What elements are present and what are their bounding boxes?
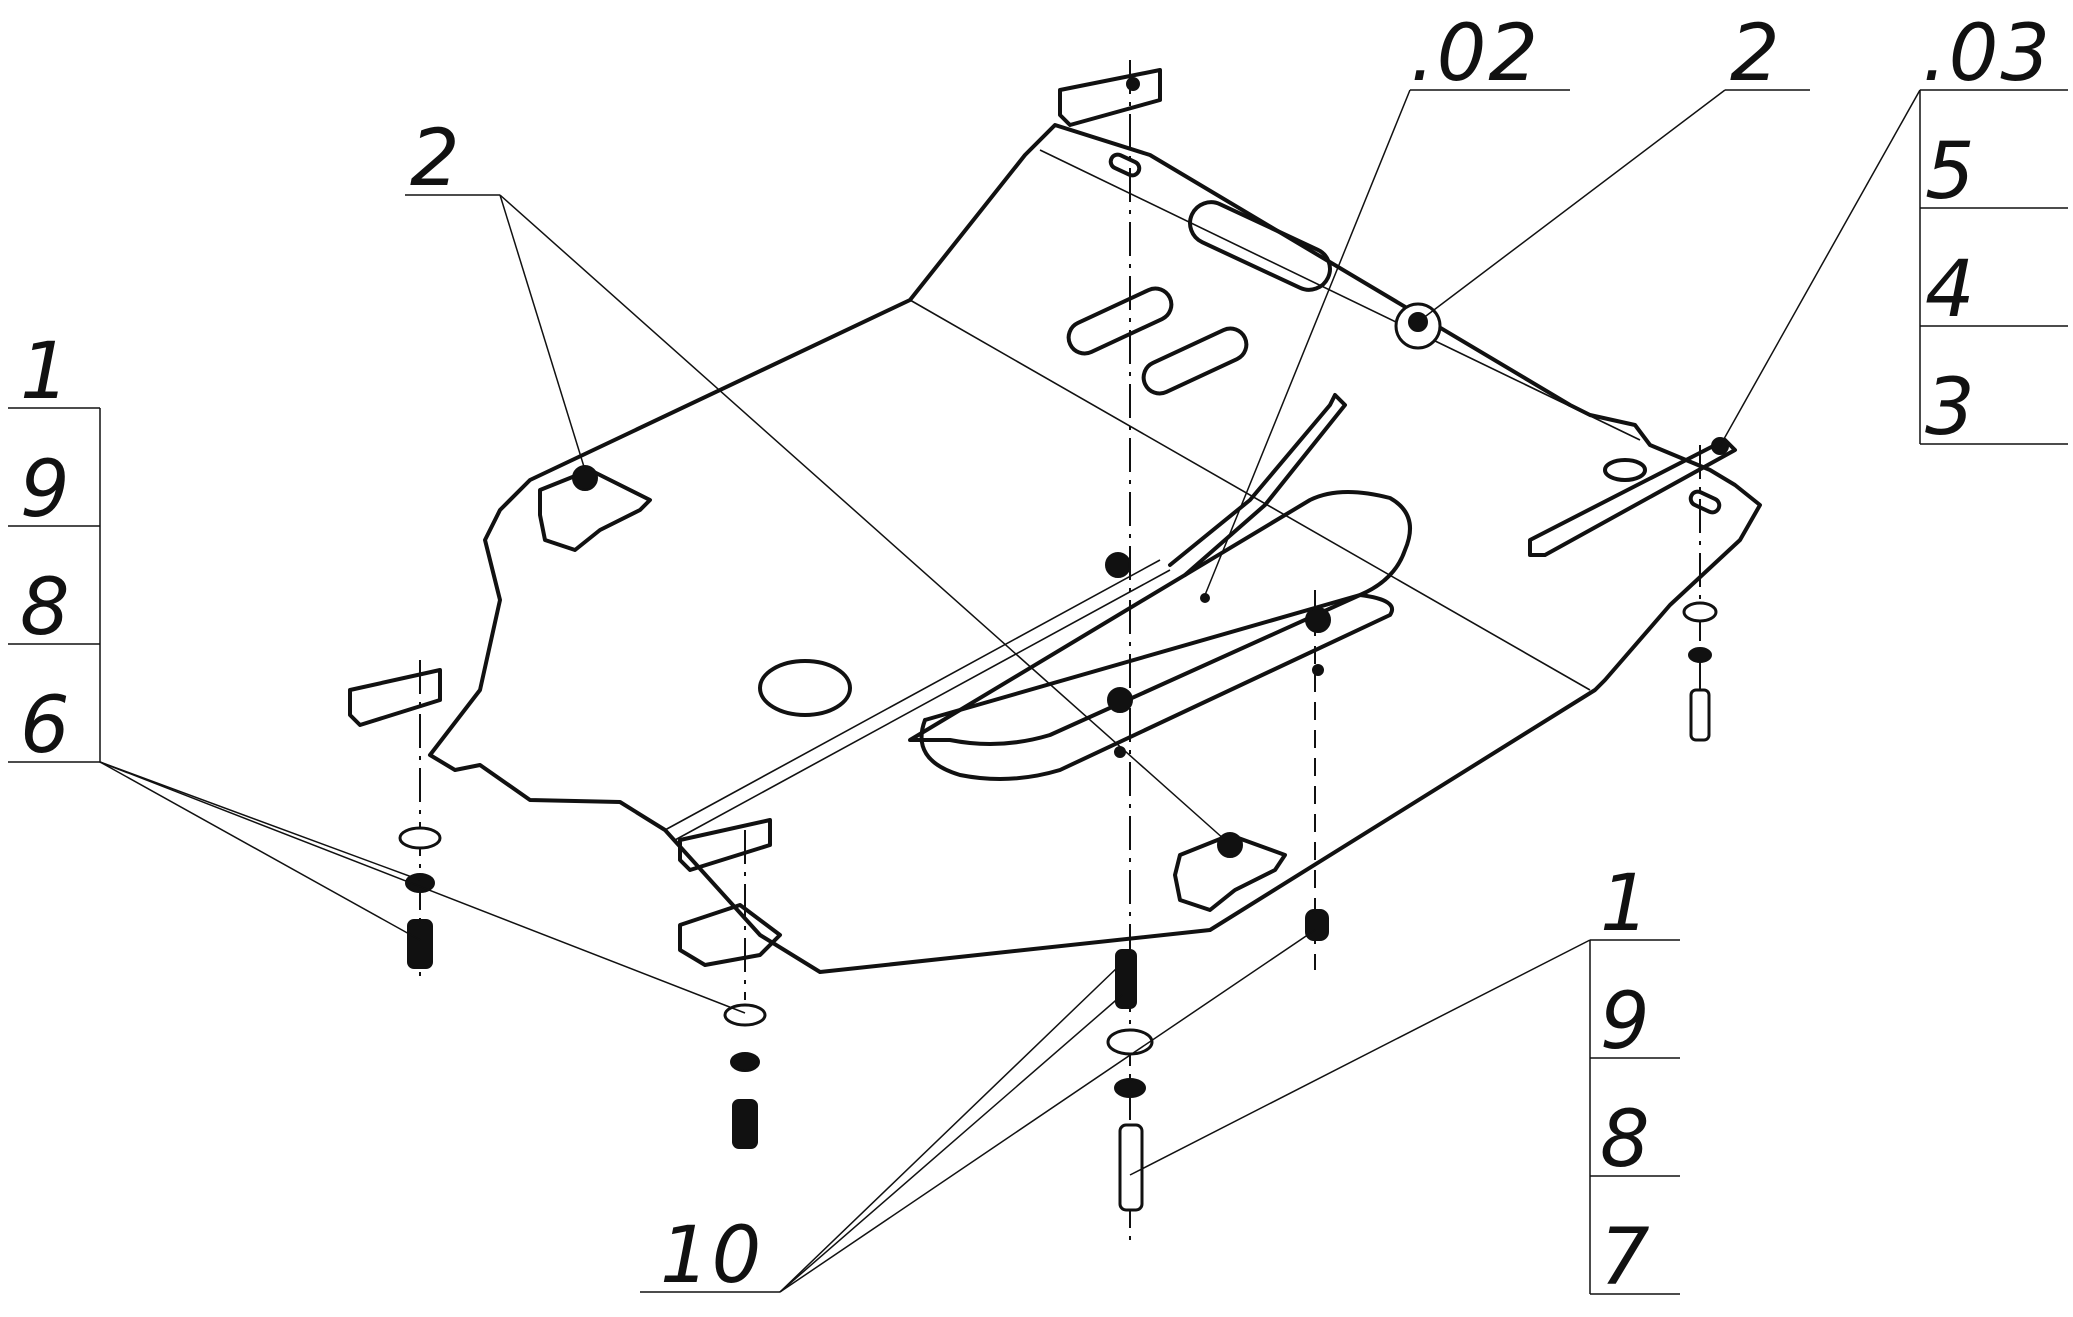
lock-washer-front <box>730 1052 760 1072</box>
callout-02: .02 <box>1410 9 1540 99</box>
oval-slot-2 <box>1141 326 1249 396</box>
callout-8-bottom: 8 <box>1600 1095 1652 1185</box>
callout-3: 3 <box>1925 363 1977 453</box>
washer-front <box>723 1003 767 1027</box>
oval-slot-large <box>1188 200 1332 292</box>
brackets <box>348 68 1737 967</box>
leader-2-left-a <box>499 194 586 471</box>
dot-center-hole <box>1114 746 1126 758</box>
skid-plate-edge-front <box>664 559 1161 831</box>
skid-plate-edge-front-2 <box>674 569 1171 841</box>
leader-1-bottom <box>1129 939 1591 1176</box>
nut-mid <box>1305 909 1329 941</box>
bracket-front-left <box>678 818 772 872</box>
callout-5: 5 <box>1925 127 1977 217</box>
bolt-dot-02 <box>1200 593 1210 603</box>
leader-6-c <box>99 761 746 1014</box>
bracket-lower-left <box>678 903 782 967</box>
small-slot-right <box>1688 489 1722 515</box>
callout-labels: 2 .02 2 .03 5 4 3 1 9 8 6 1 9 8 7 10 <box>20 9 2052 1303</box>
skid-plate <box>428 123 1762 974</box>
callout-1-bottom: 1 <box>1600 859 1652 949</box>
lock-washer-center <box>1114 1078 1146 1098</box>
leader-03 <box>1719 89 1921 447</box>
callout-7: 7 <box>1600 1213 1652 1303</box>
hardware-left <box>398 826 442 969</box>
skid-plate-bend-line-front <box>909 299 1591 691</box>
callout-10: 10 <box>660 1211 763 1301</box>
leader-2-right <box>1417 89 1726 323</box>
bracket-02 <box>908 393 1412 781</box>
callout-1-left: 1 <box>20 327 72 417</box>
nut-top <box>1126 77 1140 91</box>
leader-lines <box>99 89 1921 1293</box>
callout-shelves <box>8 89 2068 1295</box>
washer-center <box>1106 1028 1154 1056</box>
oval-slot-1 <box>1066 286 1174 356</box>
lock-washer-left <box>405 873 435 893</box>
leader-10-a <box>779 964 1121 1293</box>
hardware-front <box>723 1003 767 1149</box>
callout-2-right: 2 <box>1730 9 1782 99</box>
mount-right <box>1173 833 1287 912</box>
dot-mid-hole <box>1312 664 1324 676</box>
bolt-right <box>1689 688 1711 742</box>
callout-8-left: 8 <box>20 563 72 653</box>
hardware-center <box>1106 949 1154 1212</box>
callout-03: .03 <box>1922 9 2052 99</box>
nut-center-2 <box>1107 687 1133 713</box>
bolt-left <box>407 919 433 969</box>
mount-left <box>538 468 652 552</box>
leader-6-b <box>99 761 421 881</box>
leader-10-c <box>779 929 1316 1293</box>
hardware-mid <box>1305 909 1329 941</box>
washer-left <box>398 826 442 850</box>
small-slot-top <box>1108 152 1142 178</box>
nut-center-3 <box>1305 607 1331 633</box>
bracket-right <box>1528 438 1737 557</box>
bolt-front <box>732 1099 758 1149</box>
round-hole-right <box>1603 458 1647 482</box>
bolt-center-upper <box>1115 949 1137 1009</box>
leader-10-b <box>779 994 1123 1293</box>
leader-2-left-b <box>499 194 1226 841</box>
washer-right <box>1682 601 1718 623</box>
skid-plate-outline <box>428 123 1762 974</box>
round-hole <box>758 659 852 717</box>
lock-washer-right <box>1688 647 1712 663</box>
tunnel-strap <box>1168 393 1347 577</box>
hardware-right <box>1682 601 1718 742</box>
bracket-left <box>348 668 442 727</box>
bolt-center-long <box>1118 1123 1144 1212</box>
callout-6: 6 <box>20 681 72 771</box>
callout-4: 4 <box>1925 245 1977 335</box>
leader-6-a <box>99 761 421 941</box>
callout-9-bottom: 9 <box>1600 977 1652 1067</box>
nut-left-mount <box>572 465 598 491</box>
nut-center-1 <box>1105 552 1131 578</box>
skid-plate-bend-line-rear <box>1039 149 1641 441</box>
leader-02 <box>1204 89 1411 596</box>
bracket-top <box>1058 68 1162 127</box>
callout-9-left: 9 <box>20 445 72 535</box>
tunnel-cover-top <box>908 490 1412 746</box>
tunnel-cover-lower <box>919 593 1394 781</box>
callout-2-left: 2 <box>410 114 462 204</box>
fastener-marks <box>572 77 1729 858</box>
